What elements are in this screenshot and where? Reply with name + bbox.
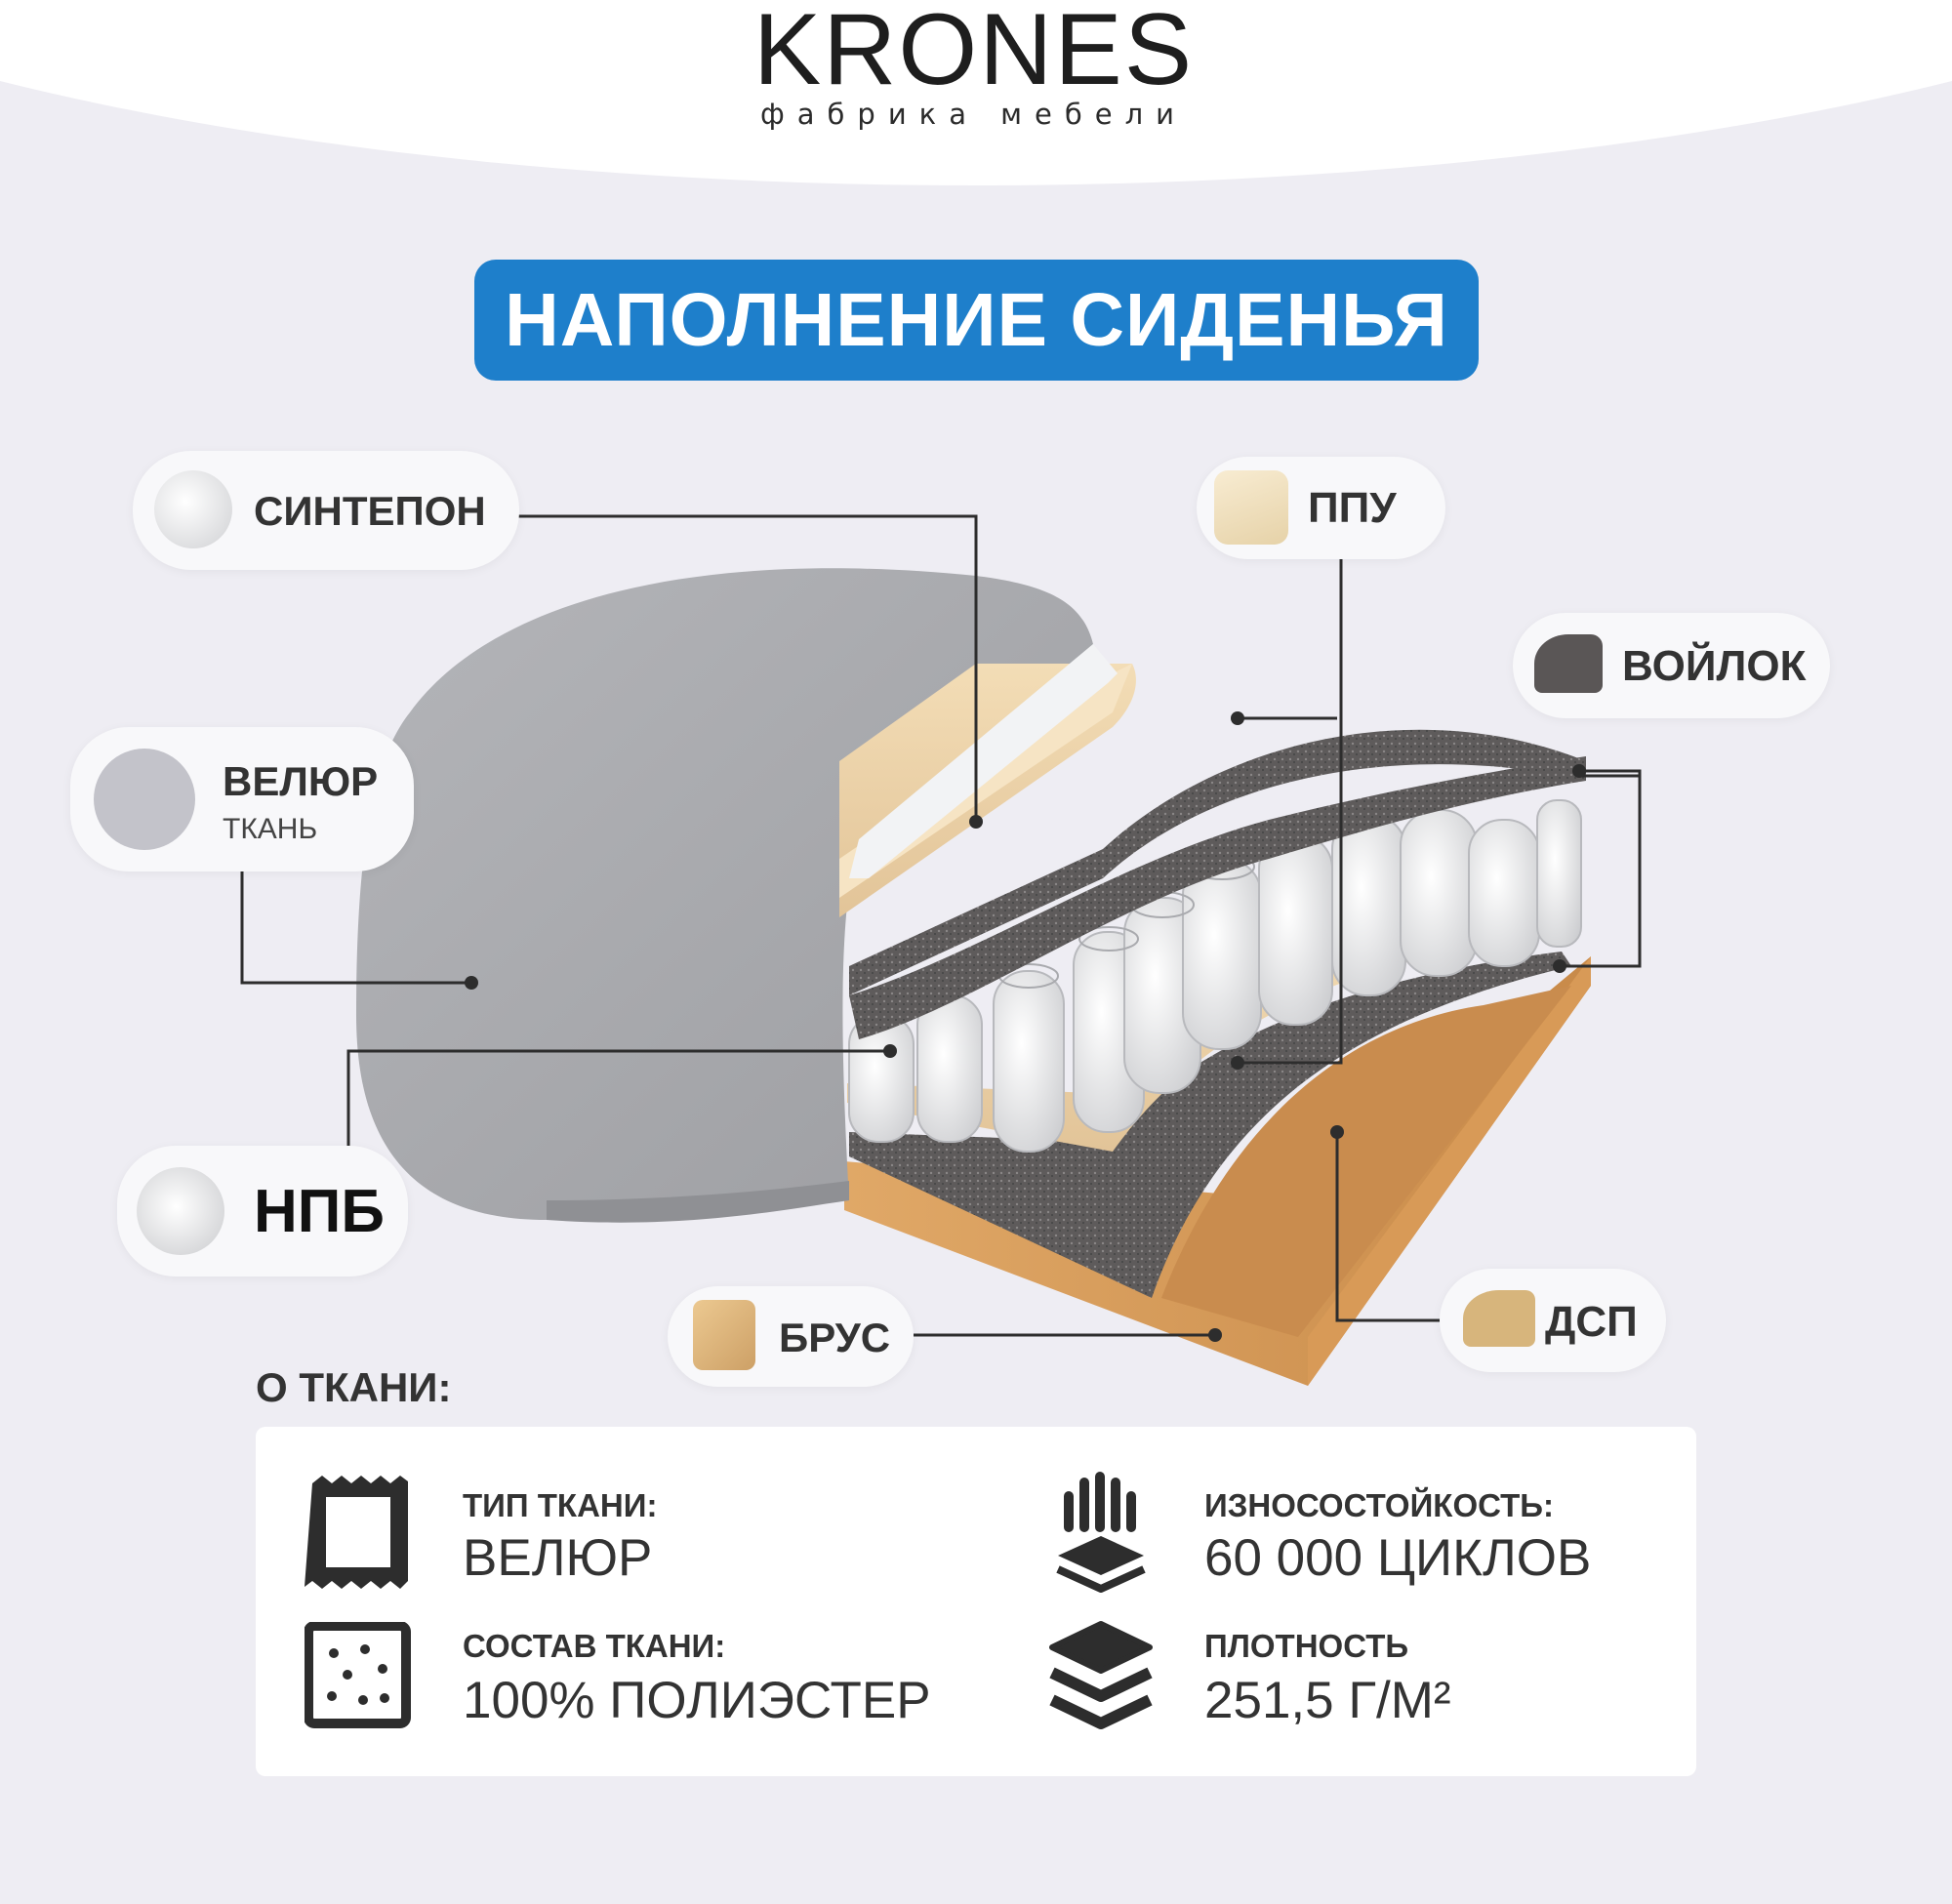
spec-label: ПЛОТНОСТЬ <box>1204 1628 1409 1664</box>
ppu-label: ППУ <box>1308 484 1397 532</box>
spring-block-icon <box>137 1167 224 1255</box>
velur-sublabel: ТКАНЬ <box>223 813 318 845</box>
brus-label: БРУС <box>779 1315 891 1360</box>
hand-press-layers-icon <box>1056 1472 1146 1593</box>
velour-swatch-icon <box>94 749 195 850</box>
sintepon-label: СИНТЕПОН <box>254 488 486 534</box>
stacked-layers-icon <box>1049 1621 1153 1729</box>
velur-label: ВЕЛЮР <box>223 758 379 804</box>
label-ppu: ППУ <box>1197 457 1445 559</box>
felt-sheet-icon <box>1534 634 1603 693</box>
voilok-label: ВОЙЛОК <box>1622 642 1807 690</box>
fabric-specs-card: ТИП ТКАНИ: ВЕЛЮР ИЗНОСОСТОЙКОСТЬ: 60 000… <box>256 1427 1696 1776</box>
spec-label: СОСТАВ ТКАНИ: <box>463 1628 726 1664</box>
about-heading: О ТКАНИ: <box>256 1364 452 1410</box>
label-velur: ВЕЛЮР ТКАНЬ <box>70 727 414 871</box>
fabric-composition-icon <box>305 1622 411 1728</box>
spec-value: ВЕЛЮР <box>463 1529 653 1587</box>
label-dsp: ДСП <box>1440 1269 1666 1372</box>
spec-label: ИЗНОСОСТОЙКОСТЬ: <box>1204 1487 1554 1523</box>
particle-board-icon <box>1463 1290 1535 1347</box>
npb-label: НПБ <box>254 1178 385 1245</box>
label-sintepon: СИНТЕПОН <box>133 451 519 570</box>
label-npb: НПБ <box>117 1146 408 1276</box>
wood-beam-icon <box>693 1300 755 1370</box>
dsp-label: ДСП <box>1545 1298 1638 1346</box>
spec-value: 251,5 Г/М² <box>1204 1672 1451 1729</box>
spec-value: 100% ПОЛИЭСТЕР <box>463 1672 931 1729</box>
title-banner: НАПОЛНЕНИЕ СИДЕНЬЯ <box>474 260 1479 381</box>
sintepon-thumbnail-icon <box>154 470 232 548</box>
fabric-swatch-icon <box>305 1476 408 1589</box>
seat-cross-section-illustration <box>356 568 1591 1386</box>
foam-block-icon <box>1214 470 1288 545</box>
spec-label: ТИП ТКАНИ: <box>463 1487 658 1523</box>
label-brus: БРУС <box>668 1286 914 1387</box>
label-voilok: ВОЙЛОК <box>1513 613 1830 718</box>
brand-tagline: фабрика мебели <box>759 98 1188 131</box>
page-title: НАПОЛНЕНИЕ СИДЕНЬЯ <box>505 277 1448 362</box>
spec-value: 60 000 ЦИКЛОВ <box>1204 1529 1592 1587</box>
brand-logo: KRONES <box>752 0 1195 106</box>
